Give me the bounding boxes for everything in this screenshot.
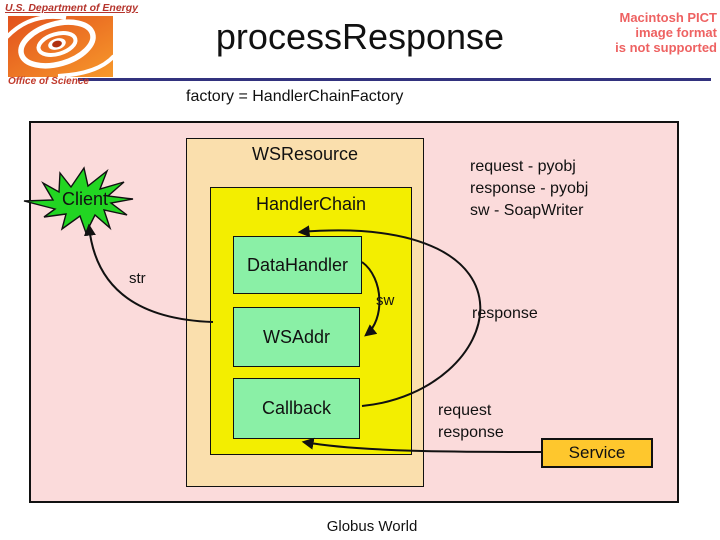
slide-title: processResponse [215,16,505,57]
legend-line: request - pyobj [470,158,576,175]
datahandler-box: DataHandler [233,236,362,294]
wsaddr-box: WSAddr [233,307,360,367]
legend-line: sw - SoapWriter [470,202,584,219]
office-of-science-label: Office of Science [8,76,89,87]
callback-box: Callback [233,378,360,439]
client-label: Client [61,189,109,209]
datahandler-label: DataHandler [246,254,349,275]
wsaddr-label: WSAddr [262,326,331,347]
legend: request - pyobj response - pyobj sw - So… [470,156,588,222]
wsresource-label: WSResource [251,144,359,164]
service-box: Service [541,438,653,468]
footer-label: Globus World [326,518,418,535]
legend-line: response - pyobj [470,180,589,197]
factory-subtitle: factory = HandlerChainFactory [186,88,404,105]
request-response-label: request response [438,400,504,444]
callback-label: Callback [261,398,332,418]
doe-office-of-science-logo-icon [8,16,113,77]
pict-warning: Macintosh PICT image format is not suppo… [547,10,717,55]
pict-warning-line: image format [635,25,717,40]
str-label: str [129,270,146,287]
service-label: Service [568,443,626,462]
response-label: response [472,305,538,322]
sw-label: sw [376,292,395,309]
response-line: response [438,424,504,441]
pict-warning-line: is not supported [615,40,717,55]
request-line: request [438,402,492,419]
pict-warning-line: Macintosh PICT [619,10,717,25]
header-divider [78,78,711,81]
agency-label: U.S. Department of Energy [5,2,139,14]
handlerchain-label: HandlerChain [255,194,367,214]
